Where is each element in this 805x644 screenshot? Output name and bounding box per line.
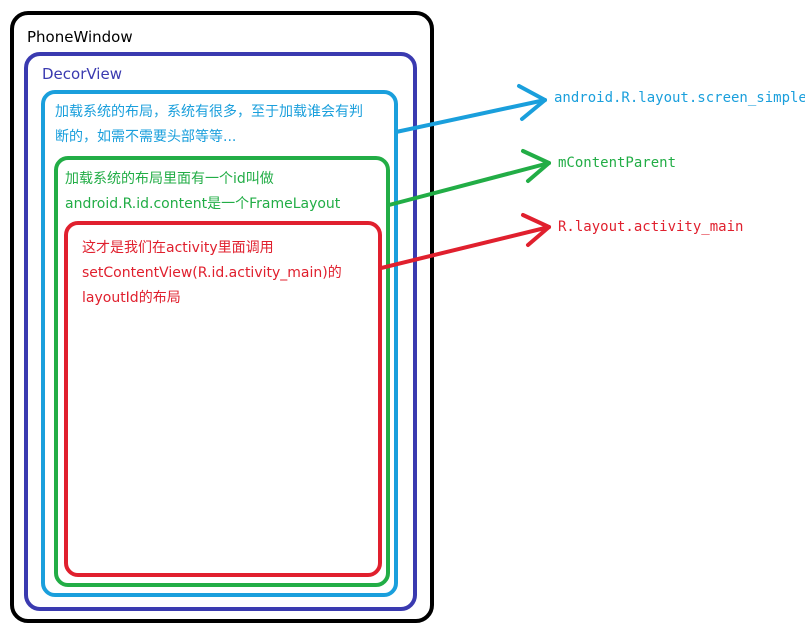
activity-layout-line-2: setContentView(R.id.activity_main)的 [82,265,342,281]
activity-layout-box [64,221,382,577]
content-parent-description: 加载系统的布局里面有一个id叫做 android.R.id.content是一个… [65,167,340,217]
activity-layout-line-3: layoutId的布局 [82,290,181,306]
content-parent-line-2: android.R.id.content是一个FrameLayout [65,196,341,212]
arrow-content-parent [387,149,551,207]
screen-layout-box [41,90,398,597]
phone-window-box [10,11,434,623]
activity-layout-target-label: R.layout.activity_main [558,219,744,235]
decor-view-box [24,52,417,611]
activity-layout-line-1: 这才是我们在activity里面调用 [82,240,274,256]
screen-layout-description: 加载系统的布局，系统有很多，至于加载谁会有判 断的，如需不需要头部等等... [55,100,363,150]
screen-layout-line-1: 加载系统的布局，系统有很多，至于加载谁会有判 [55,104,363,120]
screen-layout-target-label: android.R.layout.screen_simple [554,90,805,106]
screen-layout-line-2: 断的，如需不需要头部等等... [55,129,237,145]
content-parent-target-label: mContentParent [558,155,677,171]
arrow-activity-layout [379,213,551,270]
content-parent-line-1: 加载系统的布局里面有一个id叫做 [65,171,274,187]
phone-window-title: PhoneWindow [27,28,133,46]
arrow-screen-layout [394,84,547,134]
content-parent-box [54,156,390,587]
activity-layout-description: 这才是我们在activity里面调用 setContentView(R.id.a… [82,236,342,311]
decor-view-title: DecorView [42,65,122,83]
